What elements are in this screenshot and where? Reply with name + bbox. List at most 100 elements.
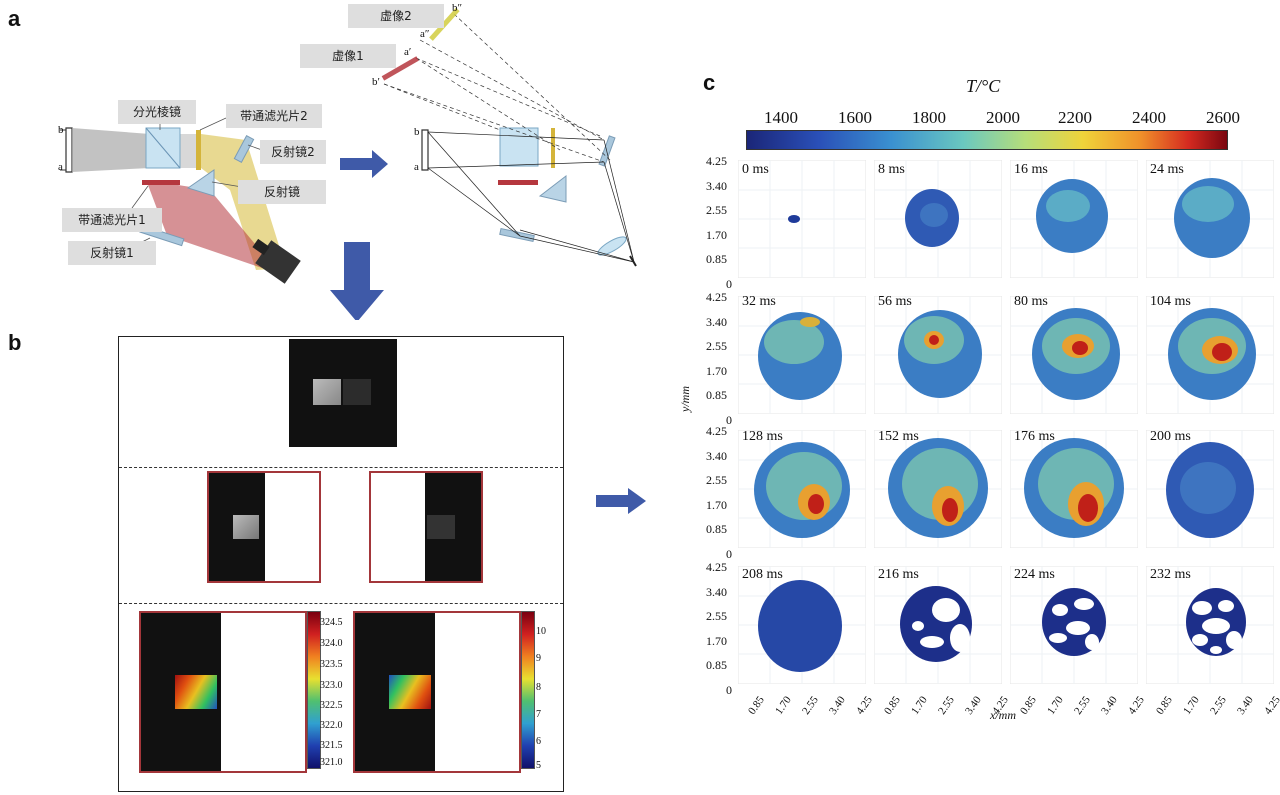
sensor-right (629, 255, 637, 267)
object-plate-right (421, 129, 429, 171)
cb-right-tick: 9 (536, 653, 541, 664)
y-tick-label: 2.55 (706, 609, 727, 623)
colorbar-tick: 2400 (1132, 108, 1166, 127)
beam-splitter-diagonal (145, 127, 181, 169)
y-tick-label: 2.55 (706, 339, 727, 353)
frame-subplot-1 (873, 159, 1003, 279)
frame-time-label: 200 ms (1150, 429, 1191, 444)
label-mirror-1: 反射镜1 (68, 241, 156, 265)
cb-left-tick: 323.0 (320, 680, 343, 691)
y-tick-label: 4.25 (706, 424, 727, 438)
y-tick-label: 4.25 (706, 290, 727, 304)
temp-map-left-spot (175, 675, 217, 709)
frame-subplot-12 (737, 565, 867, 685)
frame-time-label: 128 ms (742, 429, 783, 444)
y-tick-label: 0.85 (706, 388, 727, 402)
split-image-right (369, 471, 483, 583)
bandpass-filter-1 (142, 180, 180, 185)
cb-left-tick: 321.0 (320, 757, 343, 768)
arrow-b-to-c (596, 488, 646, 514)
pointer-line (199, 117, 227, 131)
colorbar-right (521, 611, 535, 769)
x-tick-label: 0.85 (746, 694, 767, 717)
frame-time-label: 216 ms (878, 567, 919, 582)
x-tick-label: 1.70 (1045, 694, 1066, 717)
cb-left-tick: 322.5 (320, 700, 343, 711)
frame-time-label: 32 ms (742, 294, 776, 309)
frame-subplot-14 (1009, 565, 1139, 685)
cb-left-tick: 324.5 (320, 617, 343, 628)
y-tick-label: 0 (726, 682, 732, 697)
y-tick-label: 3.40 (706, 448, 727, 463)
virtual-image-2-bar (429, 7, 460, 41)
frame-subplot-6 (1009, 295, 1139, 415)
frame-time-label: 56 ms (878, 294, 912, 309)
label-beam-splitter: 分光棱镜 (118, 100, 196, 124)
x-tick-label: 2.55 (936, 694, 957, 717)
temperature-map-left (139, 611, 307, 773)
point-a-dprime: a″ (420, 28, 430, 40)
y-tick-label: 2.55 (706, 203, 727, 217)
bandpass-filter-2 (196, 130, 201, 170)
raw-image (289, 339, 397, 447)
ray-lines (427, 131, 635, 263)
panel-letter-c: c (703, 70, 716, 95)
object-plate (65, 127, 73, 173)
x-tick-label: 1.70 (1181, 694, 1202, 717)
temp-map-right-spot (389, 675, 431, 709)
frame-time-label: 80 ms (1014, 294, 1048, 309)
colorbar-tick: 1600 (838, 108, 872, 127)
frame-subplot-4 (737, 295, 867, 415)
frame-subplot-13 (873, 565, 1003, 685)
point-b-prime: b′ (372, 76, 380, 88)
cb-left-tick: 324.0 (320, 638, 343, 649)
y-tick-label: 0.85 (706, 522, 727, 536)
virtual-ray-lines (383, 13, 611, 163)
frame-time-label: 152 ms (878, 429, 919, 444)
gray-beam-in (72, 128, 150, 172)
frame-subplot-7 (1145, 295, 1275, 415)
x-tick-label: 2.55 (1072, 694, 1093, 717)
x-tick-label: 1.70 (773, 694, 794, 717)
frame-time-label: 224 ms (1014, 567, 1055, 582)
frame-time-label: 208 ms (742, 567, 783, 582)
frame-subplot-11 (1145, 429, 1275, 549)
frame-time-label: 176 ms (1014, 429, 1055, 444)
split-right-spot (427, 515, 455, 539)
panel-b-frame (118, 336, 564, 792)
cb-left-tick: 322.0 (320, 720, 343, 731)
point-a-right: a (414, 161, 419, 173)
frame-subplot-0 (737, 159, 867, 279)
frame-time-label: 8 ms (878, 162, 905, 177)
red-beam (148, 185, 270, 268)
y-tick-label: 0.85 (706, 658, 727, 672)
colorbar-tick: 1800 (912, 108, 946, 127)
prism-right (538, 174, 567, 203)
point-b-dprime: b″ (452, 2, 463, 14)
x-tick-label: 2.55 (1208, 694, 1229, 717)
cb-right-tick: 7 (536, 709, 541, 720)
frame-subplot-10 (1009, 429, 1139, 549)
frame-time-label: 232 ms (1150, 567, 1191, 582)
y-axis-label: y/mm (678, 386, 692, 412)
x-tick-label: 4.25 (854, 694, 875, 717)
y-tick-label: 4.25 (706, 560, 727, 574)
dashed-divider-2 (119, 603, 563, 604)
colorbar-tick: 2200 (1058, 108, 1092, 127)
point-a-left: a (58, 161, 63, 173)
cb-right-tick: 6 (536, 736, 541, 747)
panel-letter-a: a (8, 6, 21, 31)
x-tick-label: 4.25 (1126, 694, 1147, 717)
x-tick-label: 2.55 (800, 694, 821, 717)
filter-red-right (498, 180, 538, 185)
x-tick-label: 0.85 (1154, 694, 1175, 717)
x-tick-label: 4.25 (1262, 694, 1280, 717)
cb-left-tick: 321.5 (320, 740, 343, 751)
temperature-map-right (353, 611, 521, 773)
frame-time-label: 24 ms (1150, 162, 1184, 177)
point-b-left: b (58, 124, 64, 136)
raw-image-left-spot (313, 379, 341, 405)
y-tick-label: 3.40 (706, 314, 727, 329)
camera-lens (252, 238, 270, 256)
y-tick-label: 1.70 (706, 633, 727, 648)
